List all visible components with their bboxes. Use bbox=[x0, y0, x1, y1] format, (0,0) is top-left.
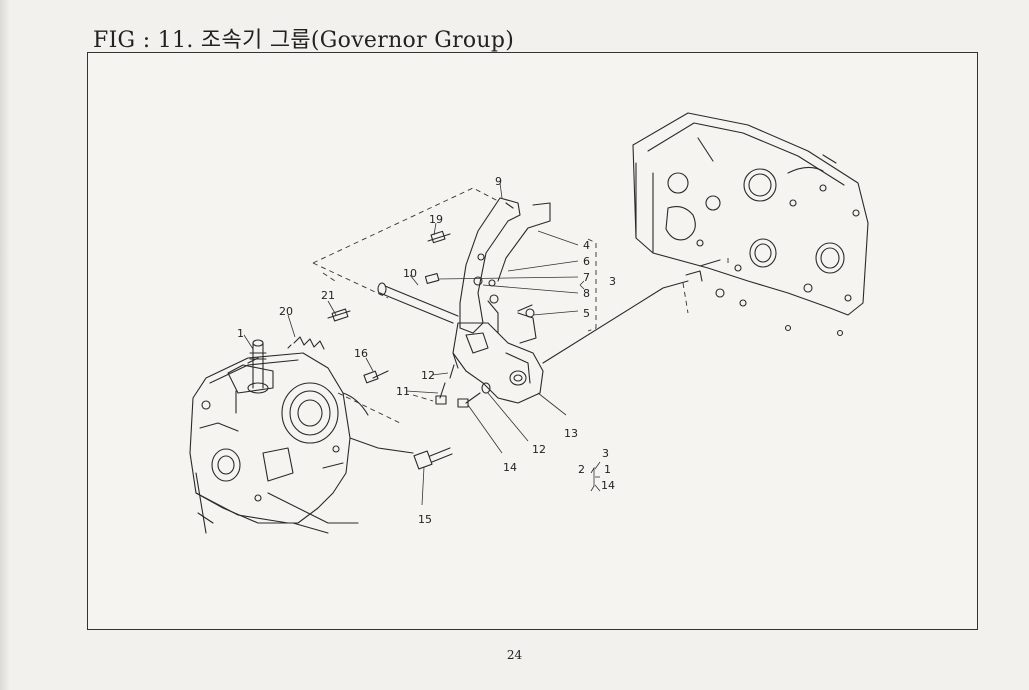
callout-2-assembly: 2 bbox=[578, 463, 585, 476]
callout-1: 1 bbox=[237, 327, 244, 340]
bolt-part-14 bbox=[457, 392, 481, 408]
callout-5: 5 bbox=[583, 307, 590, 320]
lever-shaft-part-10 bbox=[377, 282, 459, 324]
callout-2-sub-14: 14 bbox=[601, 479, 615, 492]
page-number: 24 bbox=[506, 648, 523, 662]
small-parts-cluster bbox=[424, 272, 535, 318]
pin-part-21 bbox=[327, 308, 351, 322]
page-title: FIG : 11. 조속기 그룹(Governor Group) bbox=[93, 28, 515, 53]
governor-group-exploded-diagram: 1 20 21 19 10 9 16 12 11 4 6 7 8 5 3 13 … bbox=[189, 112, 869, 534]
page-edge-shadow bbox=[0, 0, 10, 690]
callout-leader-lines bbox=[243, 182, 601, 506]
control-rod bbox=[542, 259, 721, 364]
callout-12-lower: 12 bbox=[532, 443, 546, 456]
bolt-part-11 bbox=[435, 382, 447, 405]
callout-9: 9 bbox=[495, 175, 502, 188]
governor-shaft-part-1 bbox=[247, 339, 269, 394]
bolt-part-16 bbox=[363, 370, 389, 384]
callout-15: 15 bbox=[418, 513, 432, 526]
callout-2-sub-1: 1 bbox=[604, 463, 611, 476]
spring-part-20 bbox=[287, 336, 325, 350]
engine-block-rear-drawing bbox=[632, 112, 869, 337]
figure-frame: 1 20 21 19 10 9 16 12 11 4 6 7 8 5 3 13 … bbox=[87, 52, 978, 630]
governor-lever-part-9 bbox=[459, 197, 551, 344]
pin-part-12-upper bbox=[449, 364, 455, 379]
engine-block-front-drawing bbox=[189, 352, 414, 534]
callout-21: 21 bbox=[321, 289, 335, 302]
pin-part-19 bbox=[427, 230, 451, 244]
callout-10: 10 bbox=[403, 267, 417, 280]
callout-12-upper: 12 bbox=[421, 369, 435, 382]
callout-2-sub-3: 3 bbox=[602, 447, 609, 460]
callout-labels: 1 20 21 19 10 9 16 12 11 4 6 7 8 5 3 13 … bbox=[237, 175, 616, 526]
bolt-part-15 bbox=[413, 447, 453, 470]
callout-16: 16 bbox=[354, 347, 368, 360]
callout-4: 4 bbox=[583, 239, 590, 252]
lever-housing-part-13 bbox=[452, 322, 544, 404]
callout-14: 14 bbox=[503, 461, 517, 474]
washer-part-12-lower bbox=[481, 382, 491, 394]
callout-11: 11 bbox=[396, 385, 410, 398]
assembly-dashed-lines bbox=[312, 187, 729, 424]
callout-8: 8 bbox=[583, 287, 590, 300]
callout-13: 13 bbox=[564, 427, 578, 440]
callout-7: 7 bbox=[583, 271, 590, 284]
callout-3-group: 3 bbox=[609, 275, 616, 288]
callout-20: 20 bbox=[279, 305, 293, 318]
callout-19: 19 bbox=[429, 213, 443, 226]
callout-6: 6 bbox=[583, 255, 590, 268]
